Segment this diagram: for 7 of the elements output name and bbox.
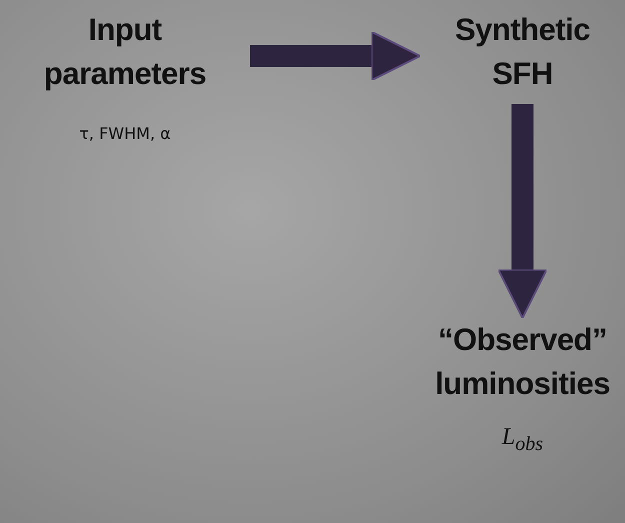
- math-symbol: L$_{obs}$: [502, 424, 544, 456]
- block-arrow: [497, 104, 548, 319]
- node-title: Synthetic SFH: [454, 11, 590, 93]
- node-title: “Observed” luminosities: [435, 321, 610, 403]
- parameter-list: τ, FWHM, α: [79, 124, 171, 143]
- node-title: Input parameters: [44, 11, 206, 93]
- block-arrow: [250, 30, 421, 82]
